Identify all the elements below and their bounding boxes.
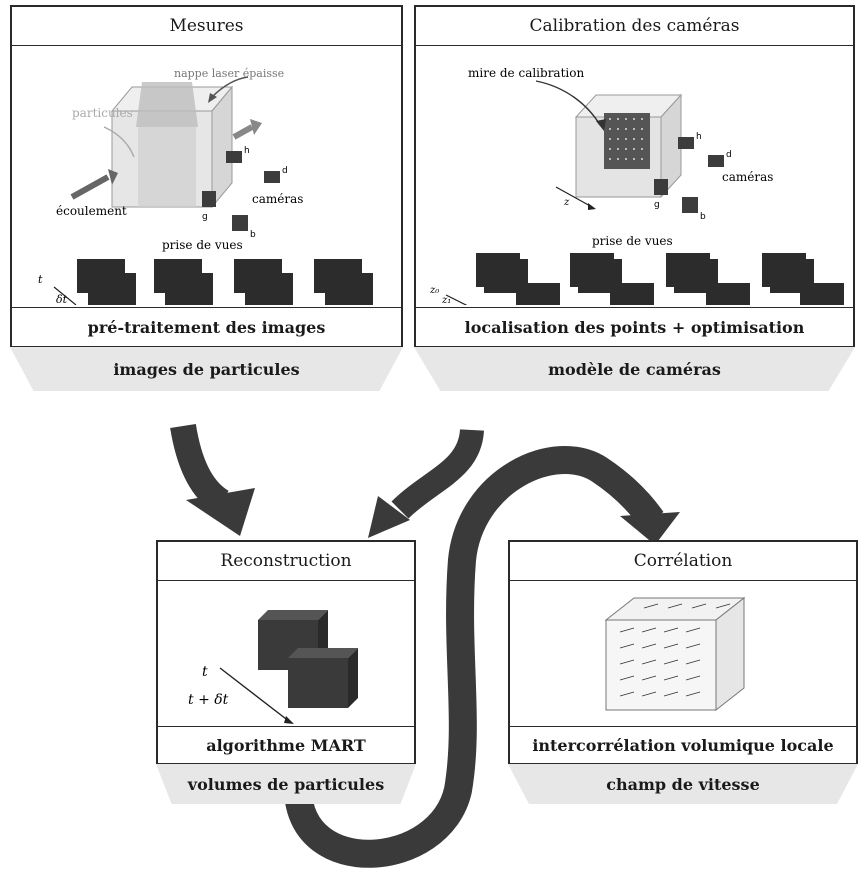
- label-cameras: caméras: [722, 170, 773, 184]
- camera-tag-b: b: [250, 230, 256, 240]
- calibration-frame-stacks: [476, 253, 844, 317]
- panel-correlation: Corrélation intercorrélation volumique l…: [508, 540, 858, 764]
- panel-calibration: Calibration des caméras h: [414, 5, 855, 347]
- mesures-illustration: h d g b nappe laser épaisse particules é…: [12, 47, 401, 319]
- label-mire: mire de calibration: [468, 66, 584, 80]
- arrow-reconstruction-to-correlation: [284, 446, 664, 868]
- correlation-illustration: [510, 582, 856, 728]
- label-particules: particules: [72, 106, 133, 120]
- processing-step: algorithme MART: [158, 726, 414, 763]
- panel-title: Calibration des caméras: [416, 7, 853, 46]
- camera-tag-h: h: [696, 132, 702, 142]
- arrow-head-mesures: [186, 488, 255, 536]
- processing-step: pré-traitement des images: [12, 307, 401, 346]
- label-prise-de-vues: prise de vues: [592, 234, 673, 248]
- panel-title: Reconstruction: [158, 542, 414, 581]
- arrow-head-correlation: [620, 512, 680, 545]
- calibration-illustration: h d g b mire de calibration caméras z pr…: [416, 47, 853, 331]
- calibration-setup-drawing: h d g b mire de calibration caméras z pr…: [429, 66, 844, 331]
- label-t: t: [202, 664, 208, 680]
- output-champ-de-vitesse: champ de vitesse: [508, 764, 858, 804]
- processing-step: localisation des points + optimisation: [416, 307, 853, 346]
- measurement-setup-drawing: h d g b nappe laser épaisse particules é…: [38, 67, 373, 319]
- velocity-field-drawing: [604, 596, 746, 712]
- camera-tag-g: g: [654, 200, 660, 210]
- camera-tag-d: d: [282, 166, 288, 176]
- label-time-dt: δt: [56, 293, 68, 305]
- panel-title: Corrélation: [510, 542, 856, 581]
- label-z: z: [563, 197, 570, 208]
- camera-tag-d: d: [726, 150, 732, 160]
- panel-mesures: Mesures h d g b: [10, 5, 403, 347]
- reconstruction-illustration: t t + δt: [158, 582, 414, 728]
- output-images-de-particules: images de particules: [10, 347, 403, 391]
- frame-pairs: [77, 259, 373, 307]
- camera-tag-b: b: [700, 212, 706, 222]
- particle-volumes-drawing: t t + δt: [188, 610, 358, 724]
- label-time-t: t: [38, 273, 43, 286]
- camera-tag-h: h: [244, 146, 250, 156]
- label-prise-de-vues: prise de vues: [162, 238, 243, 252]
- panel-reconstruction: Reconstruction t t + δt algorithme MART: [156, 540, 416, 764]
- arrow-mesures-to-reconstruction: [170, 423, 230, 514]
- arrow-head-calibration: [368, 496, 410, 538]
- output-volumes-de-particules: volumes de particules: [156, 764, 416, 804]
- camera-tag-g: g: [202, 212, 208, 222]
- panel-title: Mesures: [12, 7, 401, 46]
- label-z1: z₁: [441, 295, 451, 305]
- label-t-plus-dt: t + δt: [188, 692, 229, 708]
- label-ecoulement: écoulement: [56, 204, 127, 218]
- output-modele-de-cameras: modèle de caméras: [414, 347, 855, 391]
- processing-step: intercorrélation volumique locale: [510, 726, 856, 763]
- label-nappe-laser: nappe laser épaisse: [174, 67, 284, 80]
- arrow-calibration-to-reconstruction: [391, 428, 484, 519]
- label-cameras: caméras: [252, 192, 303, 206]
- label-z0: z₀: [429, 285, 439, 296]
